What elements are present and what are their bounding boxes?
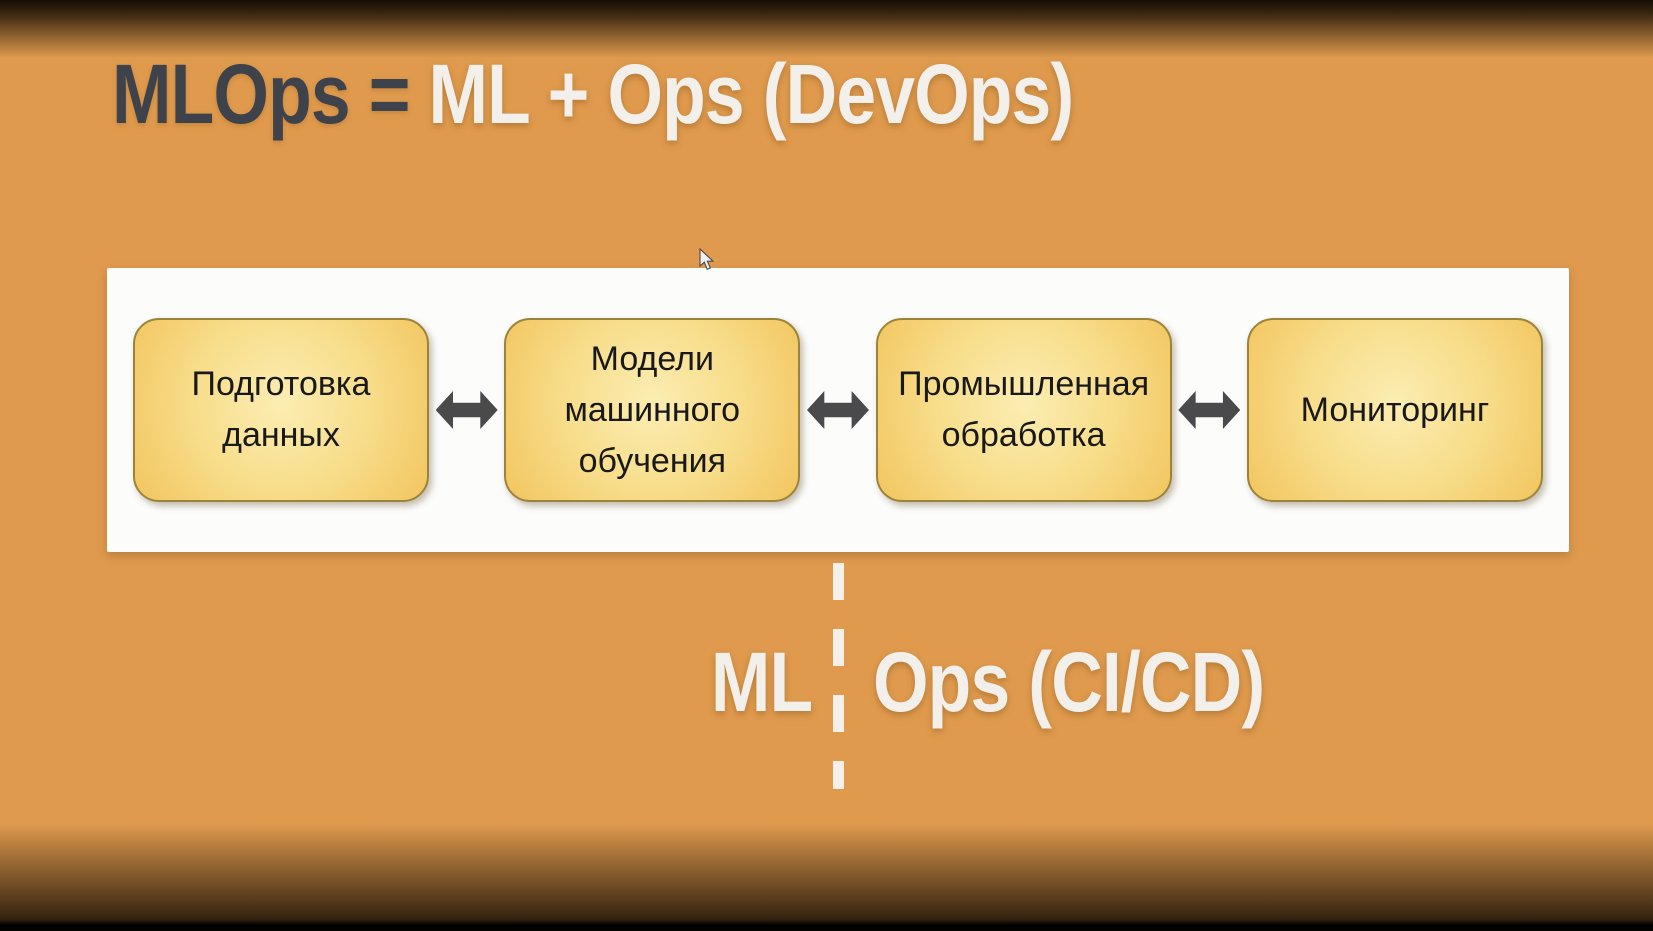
split-label-ml: ML — [710, 635, 813, 729]
pipeline-panel: Подготовка данных Модели машинного обуче… — [107, 268, 1569, 552]
flow-box-monitoring: Мониторинг — [1246, 318, 1543, 502]
double-arrow-icon — [1178, 391, 1241, 429]
mouse-pointer-icon — [699, 248, 715, 271]
flow-box-label: Мониторинг — [1300, 390, 1490, 429]
flow-box-label: Модели машинного обучения — [564, 339, 741, 480]
title-mlops-equals: MLOps = — [112, 47, 429, 141]
flow-box-production-processing: Промышленная обработка — [875, 318, 1172, 502]
double-arrow-icon — [806, 391, 869, 429]
slide-title: MLOps = ML + Ops (DevOps) — [112, 52, 1243, 136]
ml-ops-dashed-divider — [833, 563, 844, 789]
split-label-ops-cicd: Ops (CI/CD) — [873, 635, 1265, 729]
flow-box-data-preparation: Подготовка данных — [133, 318, 429, 502]
flow-box-label: Промышленная обработка — [898, 365, 1150, 454]
flow-box-ml-models: Модели машинного обучения — [504, 318, 801, 502]
double-arrow-icon — [435, 391, 498, 429]
flow-box-label: Подготовка данных — [191, 365, 371, 454]
title-ml-plus-ops: ML + Ops (DevOps) — [428, 47, 1075, 141]
